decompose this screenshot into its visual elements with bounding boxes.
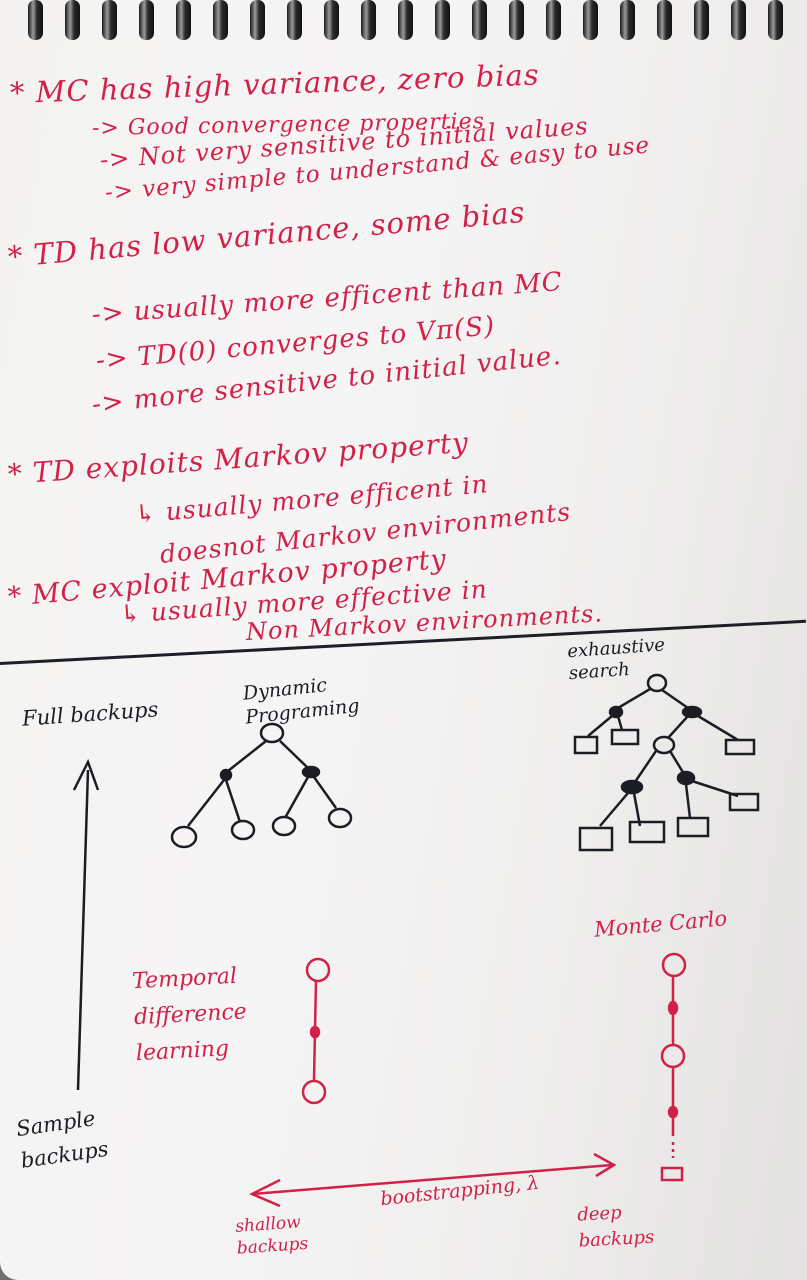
deep-backups-label: deep backups	[576, 1202, 655, 1252]
exhaustive-tree	[573, 673, 760, 852]
mc-chain	[660, 952, 687, 1182]
spiral-binding	[0, 0, 807, 46]
td-chain	[301, 957, 331, 1105]
bootstrap-arrow	[249, 1152, 617, 1208]
temporal-difference-label: Temporal difference learning	[131, 963, 248, 1067]
dp-tree	[170, 722, 353, 849]
vertical-arrow	[72, 758, 100, 1091]
shallow-backups-label: shallow backups	[234, 1212, 309, 1259]
